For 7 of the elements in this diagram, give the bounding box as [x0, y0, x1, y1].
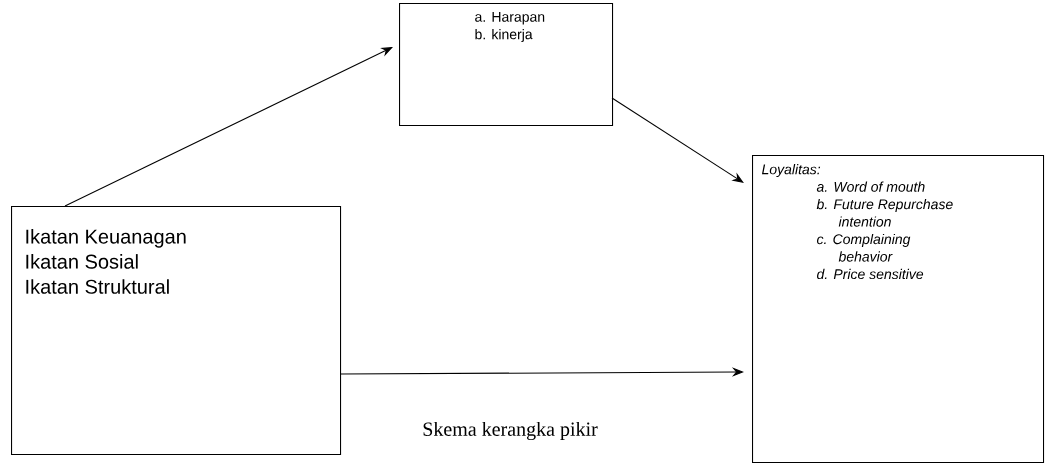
text-box: Ikatan Keuanagan Ikatan Sosial Ikatan Struktural [11, 206, 342, 456]
text-box: a. Harapan b. kinerja [399, 3, 614, 127]
text-box: Loyalitas: a. Word of mouth b. Future Repurchase intention c. Complaining behavior d. Price sensitive [752, 155, 1045, 464]
arrow [64, 47, 393, 207]
arrow [339, 367, 744, 377]
caption: Skema kerangka pikir [423, 421, 598, 441]
arrow [611, 97, 744, 183]
